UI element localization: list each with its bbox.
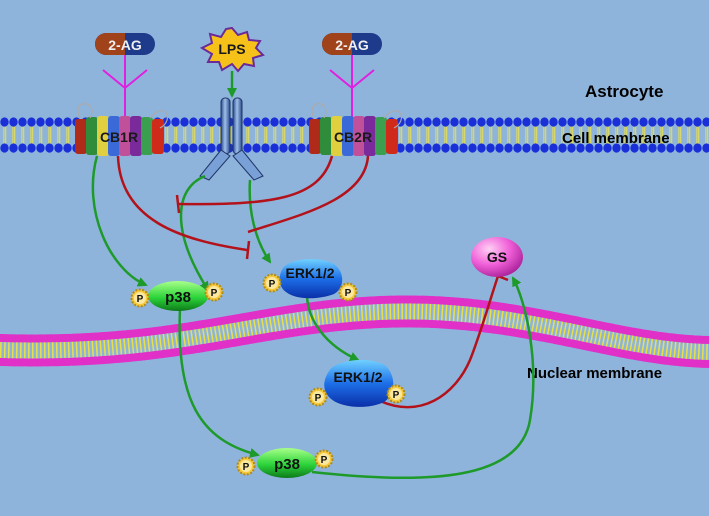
cell-membrane-label: Cell membrane — [562, 130, 670, 147]
arrow-p38-translocation — [178, 307, 260, 458]
phospho-badge: P — [204, 282, 224, 302]
activation-arrows — [91, 71, 535, 480]
inhibit-cb2r-p38 — [177, 155, 334, 206]
phospho-label: P — [321, 455, 328, 466]
cell-type-label: Astrocyte — [585, 82, 663, 101]
inhibit-cb1r-erk — [116, 155, 248, 252]
inhibit-cb2r-erk — [247, 155, 370, 234]
cb1r-label: CB1R — [100, 129, 138, 145]
inhibition-lines — [116, 155, 509, 409]
p38-nucleus: p38 — [257, 448, 317, 478]
lps-receptor — [199, 97, 264, 181]
arrow-p38-to-gs — [311, 276, 535, 480]
phospho-label: P — [345, 288, 352, 299]
inhibit-cb2r-bar — [175, 194, 181, 214]
inhibit-cb1r-erk-bar — [245, 240, 251, 260]
nuclear-membrane-label: Nuclear membrane — [527, 365, 662, 382]
ligand-lps: LPS — [199, 26, 265, 73]
linker-right — [329, 55, 375, 120]
phospho-label: P — [137, 294, 144, 305]
phospho-badge: P — [308, 387, 328, 407]
ligand-lps-label: LPS — [218, 41, 245, 57]
nuclear-membrane — [0, 295, 709, 368]
phospho-label: P — [269, 279, 276, 290]
phospho-badge: P — [236, 456, 256, 476]
cb1r-receptor: CB1R — [75, 103, 168, 156]
p38-nuc-label: p38 — [274, 456, 300, 473]
phospho-label: P — [211, 288, 218, 299]
cb2r-label: CB2R — [334, 129, 372, 145]
linker-left — [102, 55, 148, 120]
gs-label: GS — [487, 249, 507, 265]
phospho-label: P — [243, 462, 250, 473]
arrow-lps-to-p38 — [179, 174, 210, 292]
phospho-badge: P — [130, 288, 150, 308]
erk-cyto-label: ERK1/2 — [285, 265, 334, 281]
phospho-badge: P — [386, 384, 406, 404]
gs-protein: GS — [471, 237, 523, 277]
phospho-label: P — [315, 393, 322, 404]
ligand-2ag-left-label: 2-AG — [108, 37, 142, 53]
arrow-lps-to-erk — [248, 179, 272, 264]
p38-cytoplasm: p38 — [148, 281, 208, 311]
cb2r-receptor: CB2R — [309, 103, 402, 156]
arrow-cb1r-to-p38 — [91, 155, 148, 287]
p38-cyto-label: p38 — [165, 289, 191, 306]
erk-nuc-label: ERK1/2 — [333, 369, 382, 385]
ligand-2ag-right: 2-AG — [322, 33, 382, 55]
inhibit-erk-gs — [377, 275, 500, 409]
ligand-2ag-right-label: 2-AG — [335, 37, 369, 53]
arrow-erk-translocation — [305, 295, 360, 362]
erk-nucleus: ERK1/2 — [324, 359, 394, 407]
phospho-badge: P — [314, 449, 334, 469]
phospho-badge: P — [262, 273, 282, 293]
erk-cytoplasm: ERK1/2 — [279, 259, 343, 299]
phospho-label: P — [393, 390, 400, 401]
ligand-2ag-left: 2-AG — [95, 33, 155, 55]
phospho-badge: P — [338, 282, 358, 302]
phospho-badges: P P P P P P P — [130, 273, 406, 476]
